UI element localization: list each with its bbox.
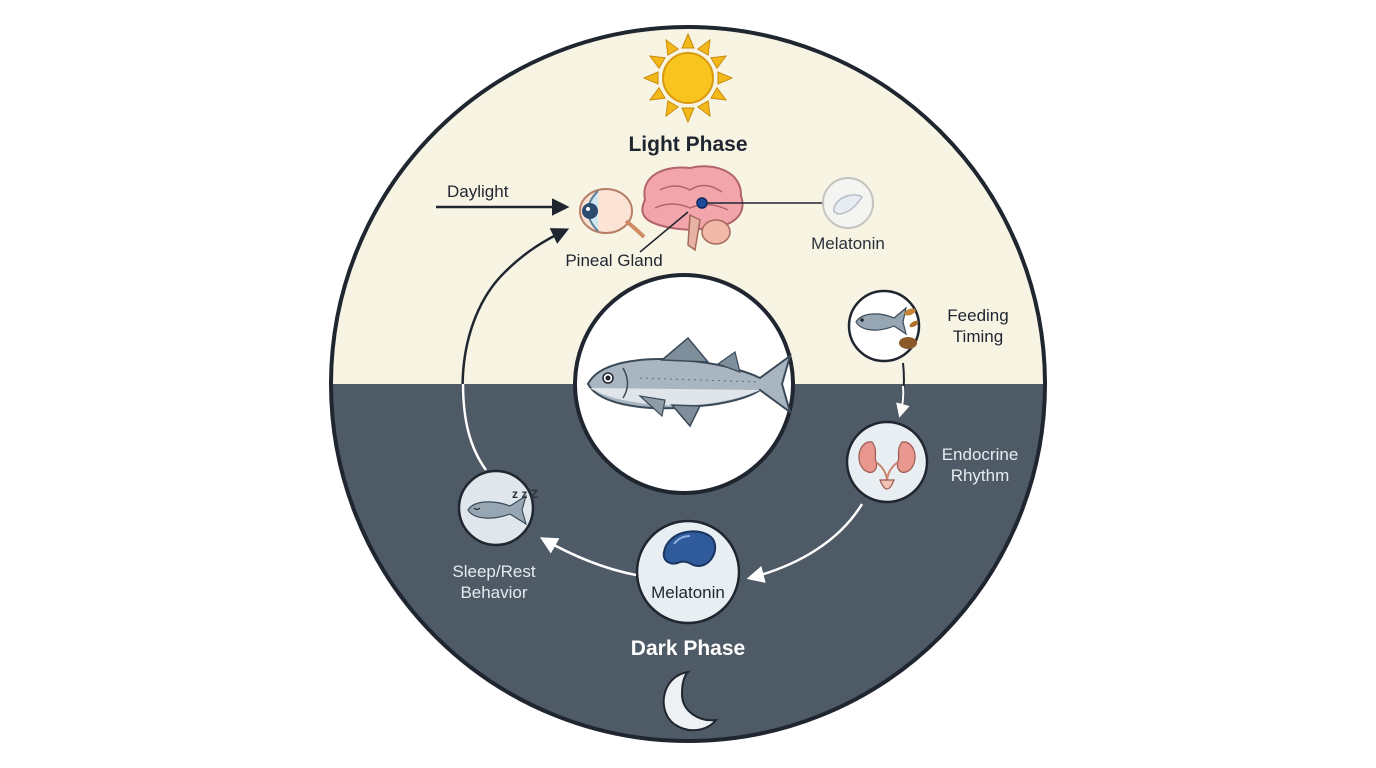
- endocrine-to-melatonin-arrow: [746, 503, 864, 583]
- pineal-gland-label: Pineal Gland: [565, 251, 662, 270]
- return-arc-dark: [461, 383, 488, 471]
- pineal-pointer-line: [639, 211, 689, 253]
- sleep-node: z z Z: [457, 469, 538, 547]
- light-phase-title: Light Phase: [628, 133, 747, 156]
- melatonin-pill-icon: [833, 194, 864, 215]
- pineal-gland-dot: [696, 197, 708, 209]
- melatonin-dark-node: [635, 519, 741, 625]
- sleeping-fish-icon: [467, 494, 528, 526]
- melatonin-dark-label: Melatonin: [651, 583, 725, 602]
- feeding-label-line2: Timing: [953, 327, 1003, 346]
- feeding-fish-icon: [855, 306, 907, 336]
- endocrine-label-line1: Endocrine: [942, 445, 1019, 464]
- kidney-icon: [858, 441, 916, 490]
- feeding-to-endocrine-arrow: [896, 385, 910, 418]
- dark-phase-title: Dark Phase: [631, 637, 745, 660]
- outer-ring: [329, 25, 1047, 743]
- feeding-node: [847, 289, 921, 363]
- melatonin-light-node: [822, 177, 874, 229]
- endocrine-label-line2: Rhythm: [951, 466, 1010, 485]
- brain-icon: [641, 165, 744, 252]
- endocrine-node: [845, 420, 929, 504]
- daylight-label: Daylight: [447, 182, 509, 201]
- feeding-label-line1: Feeding: [947, 306, 1008, 325]
- moon-icon: [662, 670, 719, 732]
- fish-icon: [586, 336, 792, 428]
- sleep-label-line2: Behavior: [460, 583, 527, 602]
- zzz-label: z z Z: [512, 487, 538, 501]
- sun-icon: [642, 32, 734, 124]
- melatonin-light-label: Melatonin: [811, 234, 885, 253]
- melatonin-to-sleep-arrow: [539, 537, 637, 577]
- eye-icon: [579, 188, 646, 239]
- sleep-label-line1: Sleep/Rest: [452, 562, 535, 581]
